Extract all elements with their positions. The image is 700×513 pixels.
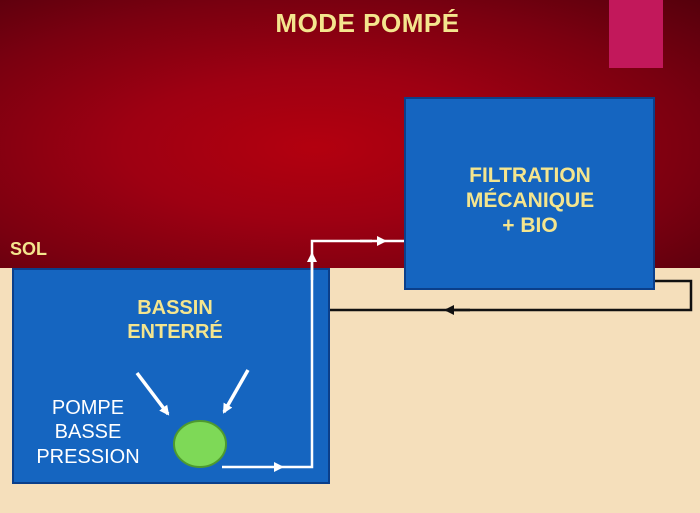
buried-basin-box bbox=[12, 268, 330, 484]
inflow-arrow-right bbox=[222, 369, 250, 414]
filtration-label-line3: + BIO bbox=[502, 214, 558, 238]
accent-square bbox=[609, 0, 663, 68]
outlet-pipe bbox=[282, 260, 314, 469]
basin-label-line2: ENTERRÉ bbox=[127, 321, 223, 343]
supply-pipe bbox=[310, 239, 372, 260]
diagram-title: MODE POMPÉ bbox=[275, 8, 460, 38]
pump-label-line1: POMPE bbox=[51, 397, 125, 419]
filtration-box bbox=[404, 97, 655, 290]
filtration-label: FILTRATION MÉCANIQUE + BIO bbox=[430, 163, 630, 239]
pump-label: POMPE BASSE PRESSION bbox=[18, 396, 158, 469]
return-pipe bbox=[330, 279, 693, 312]
filtration-label-line2: MÉCANIQUE bbox=[465, 189, 595, 213]
pump-circle bbox=[173, 420, 227, 468]
inflow-arrow-left bbox=[135, 371, 170, 416]
basin-label: BASSIN ENTERRÉ bbox=[100, 296, 250, 344]
basin-label-line1: BASSIN bbox=[137, 297, 213, 319]
pump-label-line3: PRESSION bbox=[36, 445, 140, 468]
ground-label: SOL bbox=[10, 239, 48, 259]
pump-label-line2: BASSE bbox=[54, 421, 122, 444]
filtration-label-line1: FILTRATION bbox=[469, 164, 591, 187]
